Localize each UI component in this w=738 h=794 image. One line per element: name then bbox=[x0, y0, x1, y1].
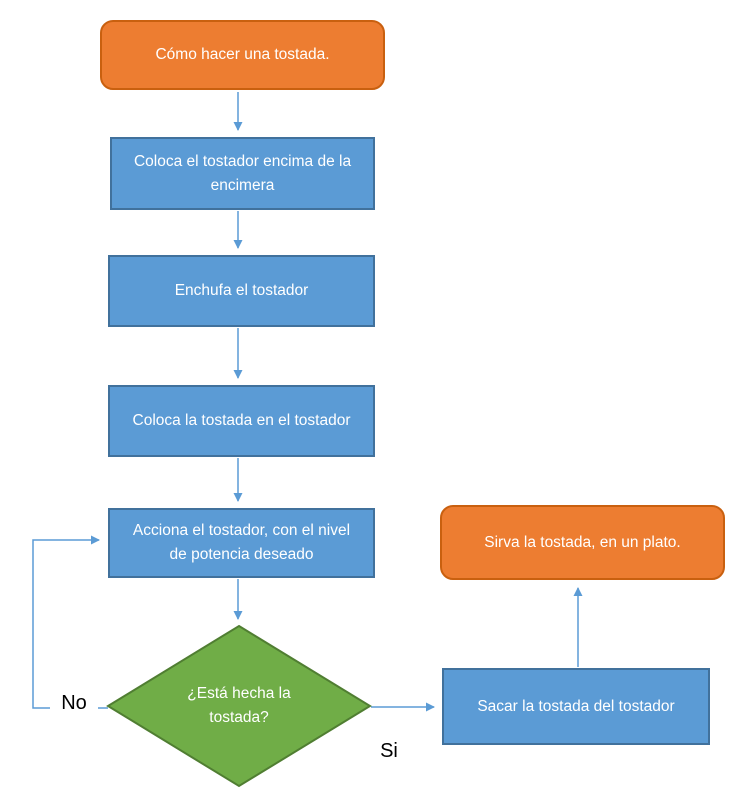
node-step5: Sacar la tostada del tostador bbox=[442, 668, 710, 745]
node-step4-label: Acciona el tostador, con el nivel de pot… bbox=[132, 522, 351, 563]
node-start-label: Cómo hacer una tostada. bbox=[155, 46, 330, 63]
connector-decision-to-step4-no bbox=[32, 535, 108, 709]
edge-label-no-text: No bbox=[61, 691, 87, 714]
node-step3: Coloca la tostada en el tostador bbox=[108, 385, 375, 457]
node-decision: ¿Está hecha la tostada? bbox=[106, 624, 372, 788]
node-step4: Acciona el tostador, con el nivel de pot… bbox=[108, 508, 375, 578]
node-decision-label: ¿Está hecha la tostada? bbox=[187, 685, 291, 726]
node-step2: Enchufa el tostador bbox=[108, 255, 375, 327]
edge-label-si-text: Si bbox=[380, 739, 398, 762]
node-end: Sirva la tostada, en un plato. bbox=[440, 505, 725, 580]
edge-label-no: No bbox=[50, 686, 98, 720]
node-step1: Coloca el tostador encima de la encimera bbox=[110, 137, 375, 210]
node-step5-label: Sacar la tostada del tostador bbox=[477, 697, 675, 715]
node-step1-label: Coloca el tostador encima de la encimera bbox=[133, 152, 352, 194]
node-start: Cómo hacer una tostada. bbox=[100, 20, 385, 90]
node-step3-label: Coloca la tostada en el tostador bbox=[132, 412, 351, 429]
diamond-shape bbox=[106, 624, 372, 788]
edge-label-si: Si bbox=[368, 736, 410, 766]
node-end-label: Sirva la tostada, en un plato. bbox=[484, 533, 681, 551]
node-step2-label: Enchufa el tostador bbox=[174, 282, 309, 299]
